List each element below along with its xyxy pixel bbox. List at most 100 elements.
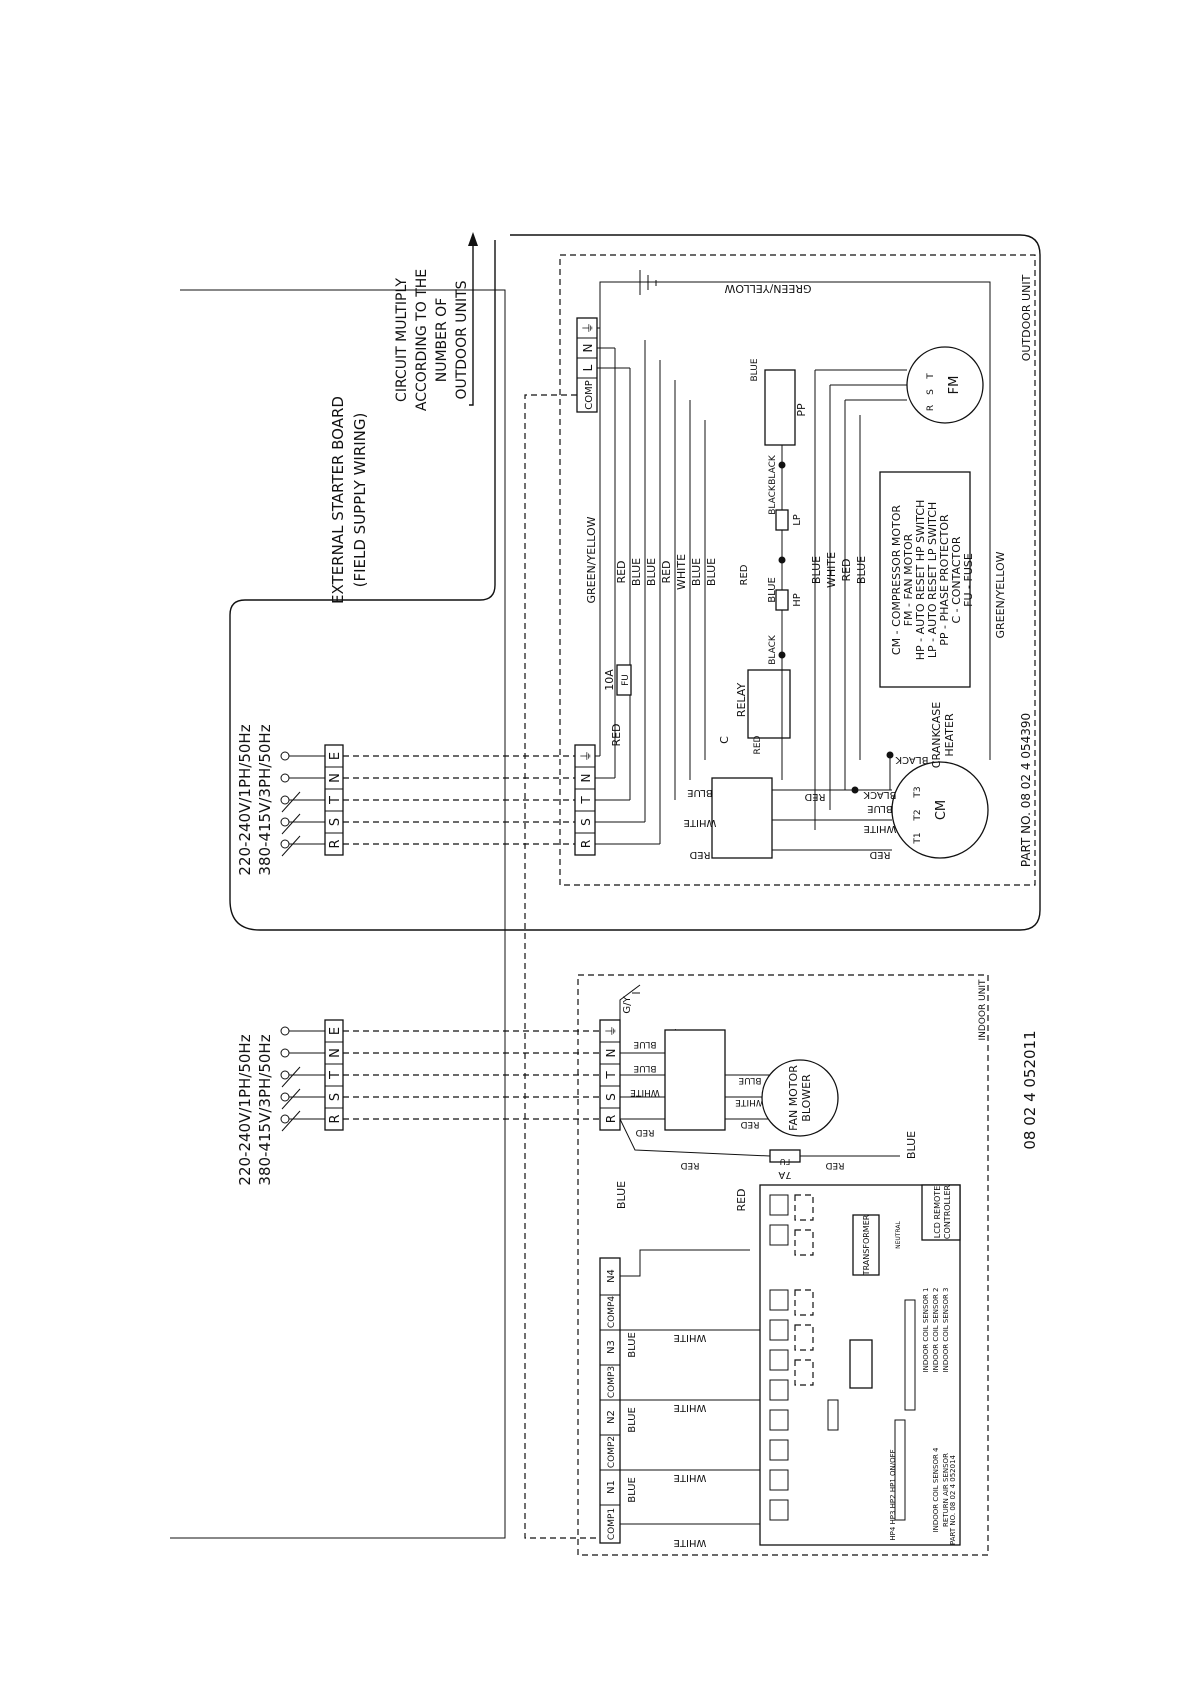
outdoor-supply-term-n: N [328, 773, 343, 783]
indoor-fuse-label: FU [780, 1157, 791, 1166]
outdoor-hp-label: HP [792, 593, 803, 607]
circuit-note-line1: CIRCUIT MULTIPLY [394, 278, 410, 402]
indoor-supply-term-n: N [328, 1048, 343, 1058]
outdoor-supply-term-s: S [328, 818, 343, 826]
outdoor-supply: 220-240V/1PH/50Hz 380-415V/3PH/50Hz E N … [236, 724, 575, 876]
outdoor-relay-red: RED [753, 735, 763, 754]
circuit-note-line3: NUMBER OF [434, 298, 450, 383]
outdoor-wire-label-blue2: BLUE [645, 558, 658, 586]
indoor-term-r: R [604, 1115, 618, 1123]
outdoor-wire-right-blue2: BLUE [855, 556, 868, 584]
indoor-sensor-coil-3: INDOOR COIL SENSOR 3 [942, 1288, 950, 1373]
indoor-supply-line2: 380-415V/3PH/50Hz [256, 1034, 274, 1185]
outdoor-wire-right-red: RED [840, 558, 853, 581]
external-starter-board: EXTERNAL STARTER BOARD (FIELD SUPPLY WIR… [170, 289, 506, 1539]
indoor-comp-blue-1: BLUE [627, 1332, 638, 1358]
indoor-transformer-label: TRANSFORMER [862, 1214, 871, 1276]
outdoor-comp-wire-red: RED [869, 849, 890, 860]
indoor-sensor-coil-1: INDOOR COIL SENSOR 1 [922, 1288, 930, 1373]
outdoor-term-s: S [579, 818, 593, 826]
outdoor-supply-term-r: R [328, 839, 343, 848]
indoor-sensor-coil-2: INDOOR COIL SENSOR 2 [932, 1288, 940, 1373]
outdoor-top-term-l: L [581, 364, 595, 371]
outdoor-term-n: N [579, 774, 593, 783]
indoor-comp-term-n4: N4 [606, 1269, 617, 1283]
indoor-fan-wire-red: RED [740, 1119, 759, 1129]
circuit-note-line2: ACCORDING TO THE [414, 269, 430, 411]
outdoor-supply-line2: 380-415V/3PH/50Hz [256, 724, 274, 875]
outdoor-fuse-rating: 10A [603, 669, 616, 691]
indoor-comp-blue-3: BLUE [627, 1477, 638, 1503]
indoor-fan-motor-line2: BLOWER [800, 1074, 813, 1122]
indoor-comp-terminals: N4 COMP4 N3 COMP3 N2 COMP2 N1 COMP1 [599, 1257, 621, 1544]
outdoor-lp-label: LP [792, 514, 803, 526]
indoor-neutral-label: NEUTRAL [895, 1220, 902, 1248]
outdoor-supply-line1: 220-240V/1PH/50Hz [236, 724, 254, 875]
indoor-comp-term-comp1: COMP1 [607, 1508, 617, 1540]
indoor-comp-term-comp3: COMP3 [607, 1366, 617, 1398]
svg-text:R: R [926, 405, 936, 411]
outdoor-crankcase-label-1: CRANKCASE [930, 702, 943, 768]
outdoor-fan-motor-label: FM [947, 376, 962, 395]
indoor-lcd-line2: CONTROLLER [943, 1184, 952, 1239]
svg-text:T: T [926, 373, 936, 380]
indoor-fuse-rating: 7A [778, 1169, 791, 1180]
outdoor-top-term-n: N [581, 344, 595, 353]
outdoor-red-chain: RED [739, 564, 750, 585]
indoor-hp-labels: HP4 HP3 HP2 HP1 ON/OFF [889, 1449, 897, 1540]
outdoor-comp-wire-red2: RED [804, 791, 825, 802]
circuit-multiply-note: CIRCUIT MULTIPLY ACCORDING TO THE NUMBER… [229, 232, 1041, 931]
outdoor-part-no: PART NO. 08 02 4 054390 [1019, 713, 1033, 867]
circuit-arrow [469, 240, 474, 406]
indoor-wire-blue-1: BLUE [633, 1039, 656, 1049]
svg-text:T2: T2 [913, 809, 923, 821]
outdoor-unit-label: OUTDOOR UNIT [1020, 274, 1033, 361]
outdoor-term-r: R [579, 840, 593, 848]
outdoor-crankcase-label-2: HEATER [943, 713, 956, 757]
indoor-comp-term-n3: N3 [606, 1340, 617, 1354]
outdoor-comp-wire-white: WHITE [864, 823, 897, 834]
svg-text:T3: T3 [913, 786, 923, 798]
indoor-term-s: S [604, 1093, 618, 1101]
outdoor-comp-wire-blue: BLUE [867, 803, 893, 814]
indoor-blue-long: BLUE [615, 1181, 628, 1209]
outdoor-black-2: BLACK [768, 484, 778, 515]
indoor-blue-side: BLUE [905, 1131, 918, 1159]
outdoor-relay-label: RELAY [735, 683, 748, 718]
outdoor-contactor-wire-red: RED [689, 849, 710, 860]
indoor-unit-label: INDOOR UNIT [978, 979, 988, 1041]
indoor-term-n: N [604, 1049, 618, 1058]
outdoor-contactor-wire-blue: BLUE [687, 787, 713, 798]
svg-text:S: S [926, 389, 936, 395]
outdoor-black-5: BLACK [895, 754, 928, 765]
outdoor-compressor-label: CM [934, 800, 949, 820]
indoor-supply-term-t: T [328, 1071, 343, 1080]
outdoor-wire-right-white: WHITE [825, 552, 838, 588]
legend-line-hp: HP - AUTO RESET HP SWITCH [914, 500, 927, 661]
indoor-term-t: T [604, 1071, 618, 1080]
indoor-fuse-red-right: RED [825, 1160, 844, 1170]
indoor-fuse-red-left: RED [680, 1160, 699, 1170]
indoor-lcd-line1: LCD REMOTE [933, 1186, 942, 1239]
legend-line-cm: CM - COMPRESSOR MOTOR [890, 505, 903, 655]
indoor-doc-number: 08 02 4 052011 [1021, 1030, 1039, 1149]
outdoor-top-term-comp: COMP [584, 380, 595, 410]
legend-line-fu: FU - FUSE [962, 553, 975, 607]
circuit-note-line4: OUTDOOR UNITS [454, 280, 470, 399]
indoor-sensor-return-air: RETURN AIR SENSOR [942, 1453, 950, 1527]
indoor-comp-term-comp2: COMP2 [607, 1436, 617, 1468]
indoor-fan-wire-blue: BLUE [738, 1075, 761, 1085]
outdoor-contactor-label: C [718, 736, 731, 744]
indoor-board-part-no: PART NO. 08 02 4 052014 [949, 1454, 957, 1545]
indoor-comp-white-3: WHITE [674, 1472, 707, 1483]
outdoor-supply-term-t: T [328, 796, 343, 805]
indoor-wire-blue-2: BLUE [633, 1063, 656, 1073]
outdoor-wire-label-gy: GREEN/YELLOW [585, 516, 598, 603]
outdoor-fuse-label: FU [621, 674, 631, 686]
indoor-fan-wire-white: WHITE [735, 1097, 765, 1107]
indoor-comp-white-1: WHITE [674, 1332, 707, 1343]
indoor-supply: 220-240V/1PH/50Hz 380-415V/3PH/50Hz E N … [236, 1019, 600, 1186]
outdoor-black-3: BLACK [768, 634, 778, 665]
indoor-supply-term-r: R [328, 1114, 343, 1123]
external-board-subtitle: (FIELD SUPPLY WIRING) [351, 413, 369, 588]
